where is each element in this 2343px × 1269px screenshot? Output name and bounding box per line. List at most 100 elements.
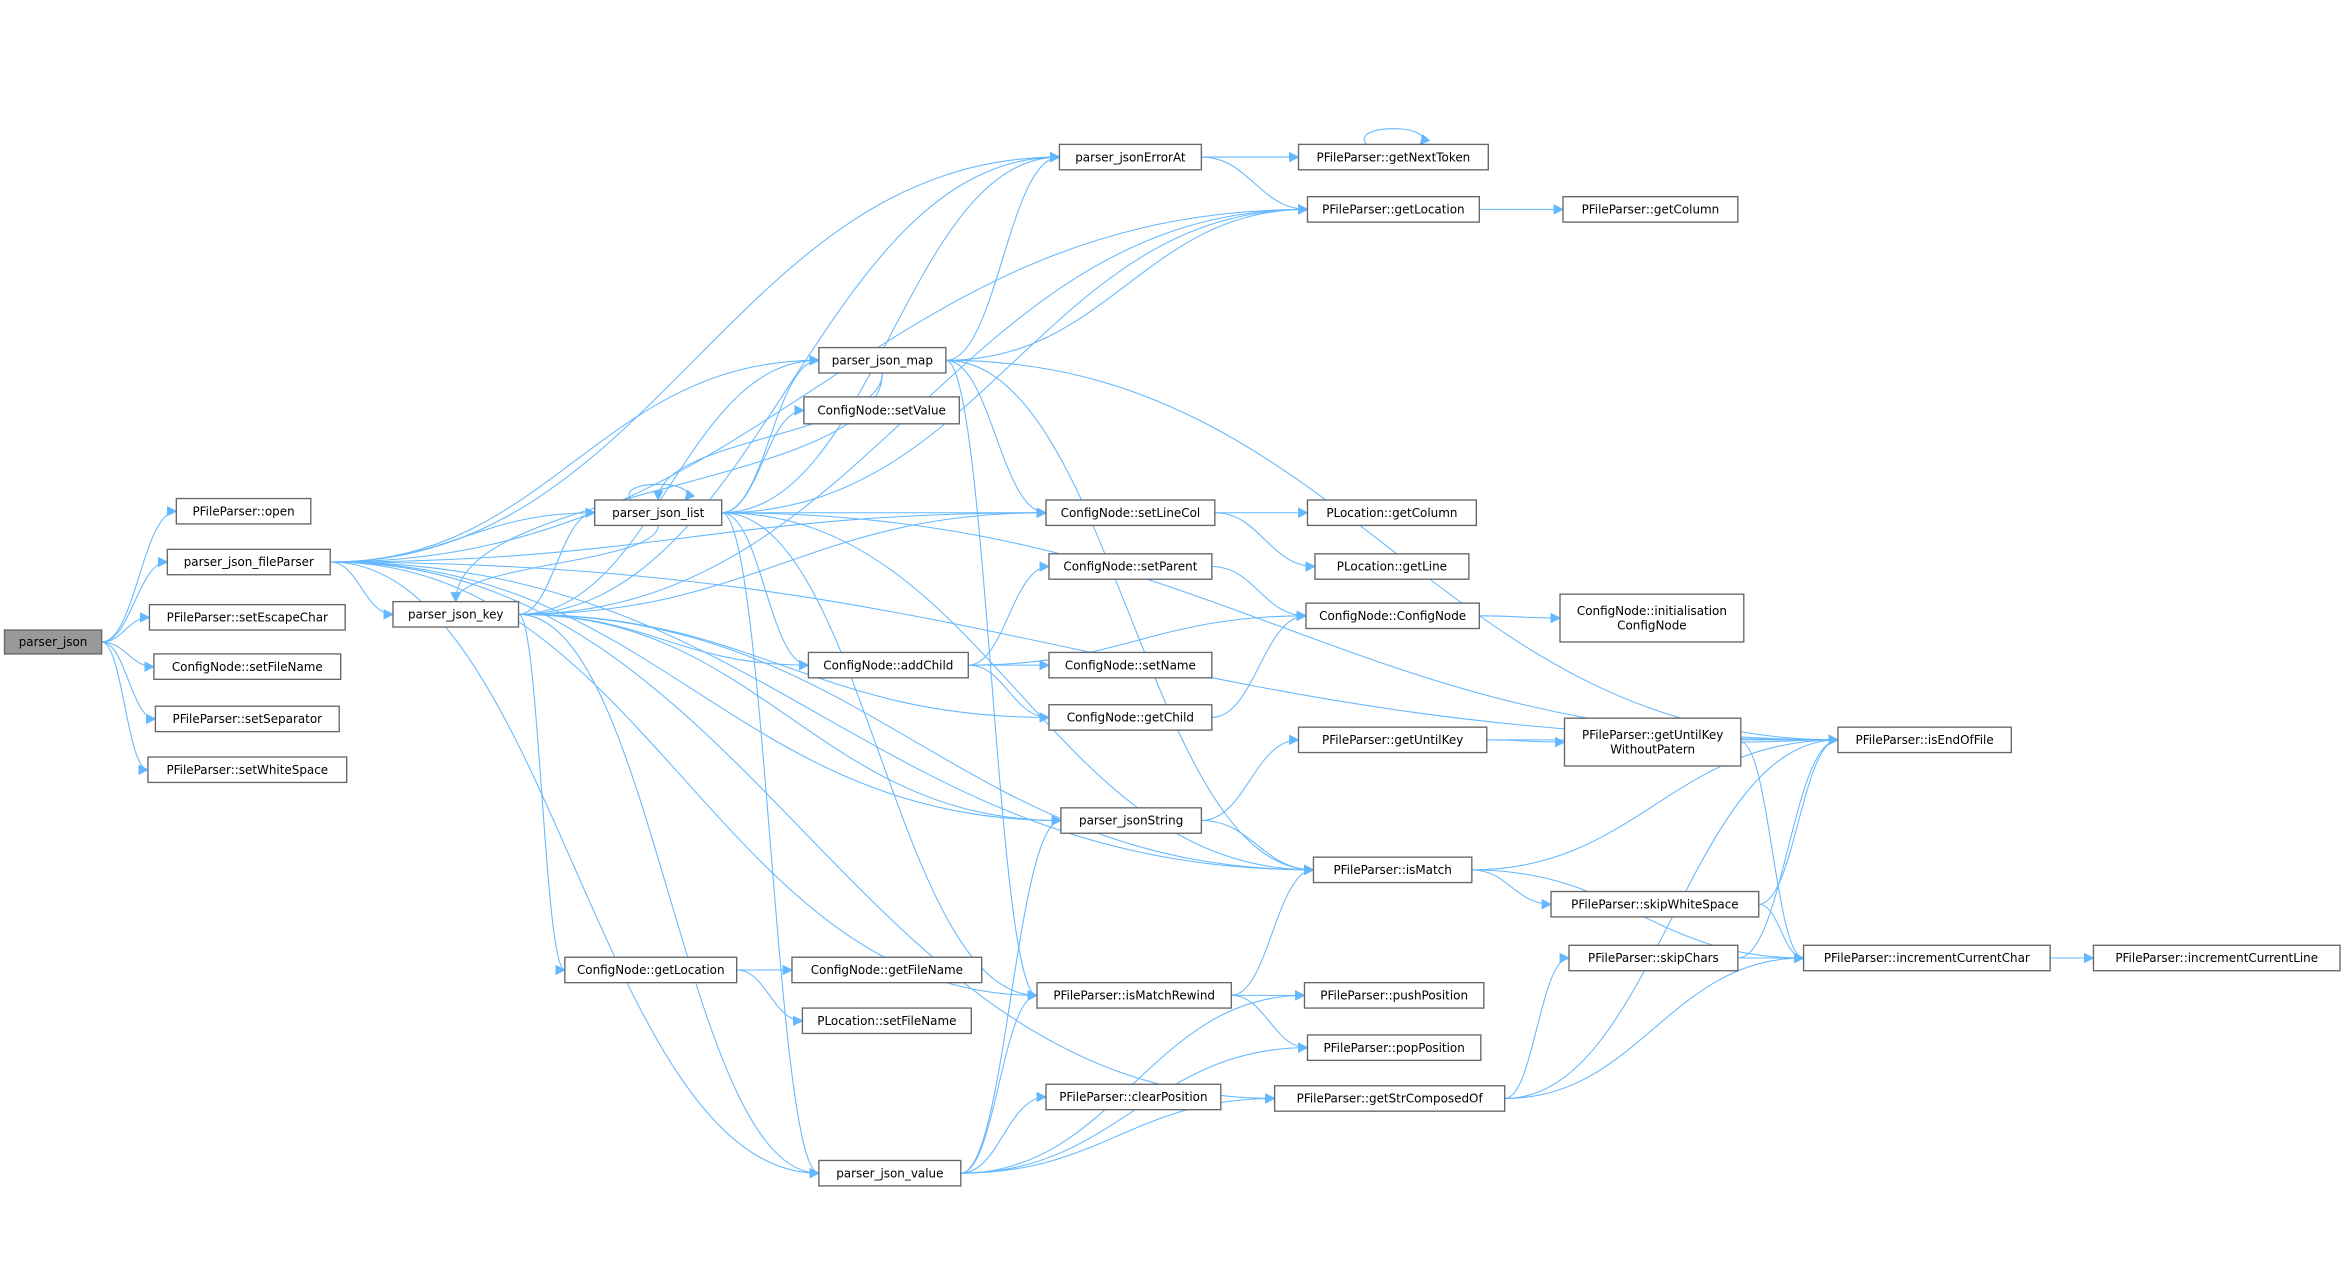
node-label: ConfigNode::addChild (823, 658, 953, 672)
edge-parser-json-to-setwhitespace (101, 641, 149, 775)
node-confignode-setname[interactable]: ConfigNode::setName (1048, 651, 1213, 679)
node-pfileparser-ismatchrewind[interactable]: PFileParser::isMatchRewind (1036, 981, 1232, 1009)
node-pfileparser-getlocation[interactable]: PFileParser::getLocation (1306, 196, 1480, 223)
node-parser-json-value[interactable]: parser_json_value (818, 1159, 962, 1187)
node-parser-jsonerrorat[interactable]: parser_jsonErrorAt (1058, 143, 1203, 171)
edge-key-to-jsonstring (518, 613, 1062, 826)
edge-addchild-to-ctor (968, 610, 1308, 666)
node-confignode-addchild[interactable]: ConfigNode::addChild (807, 651, 969, 679)
node-label: PLocation::setFileName (817, 1014, 956, 1028)
node-confignode-setlinecol[interactable]: ConfigNode::setLineCol (1045, 499, 1216, 527)
node-confignode-getfilename[interactable]: ConfigNode::getFileName (791, 956, 983, 984)
node-parser-json-key[interactable]: parser_json_key (392, 600, 520, 628)
node-pfileparser-getstrcomposedof[interactable]: PFileParser::getStrComposedOf (1273, 1085, 1506, 1112)
edge-getstrcomposedof-to-isendoffile (1504, 734, 1839, 1099)
node-box (147, 756, 348, 784)
node-label: WithoutPatern (1610, 743, 1695, 757)
node-pfileparser-setwhitespace[interactable]: PFileParser::setWhiteSpace (147, 756, 348, 784)
edge-parser-json-to-setfilename (101, 641, 155, 672)
node-box (1048, 704, 1213, 731)
edge-value-to-ismatchrewind (960, 990, 1039, 1174)
node-box (594, 499, 723, 527)
edge-setparent-to-ctor (1211, 565, 1308, 622)
node-confignode-getlocation[interactable]: ConfigNode::getLocation (564, 956, 738, 984)
edge-setlinecol-to-plgetline (1214, 512, 1316, 572)
edge-parser-json-to-fileparser (101, 556, 169, 643)
node-confignode-confignode[interactable]: ConfigNode::ConfigNode (1305, 602, 1480, 630)
node-pfileparser-skipwhitespace[interactable]: PFileParser::skipWhiteSpace (1550, 890, 1760, 918)
node-label: ConfigNode::initialisation (1577, 604, 1727, 618)
edge-getnexttoken-to-getnexttoken (1363, 128, 1431, 146)
node-label: PFileParser::clearPosition (1059, 1090, 1207, 1104)
node-parser-jsonstring[interactable]: parser_jsonString (1060, 807, 1203, 834)
node-pfileparser-setescapechar[interactable]: PFileParser::setEscapeChar (148, 603, 346, 631)
node-label: ConfigNode::getLocation (577, 963, 725, 977)
node-plocation-getline[interactable]: PLocation::getLine (1314, 553, 1470, 580)
edge-getstrcomposedof-to-incchar (1504, 952, 1805, 1099)
node-label: ConfigNode::getFileName (811, 963, 963, 977)
node-label: PFileParser::isEndOfFile (1856, 733, 1994, 747)
node-label: PFileParser::getUntilKey (1582, 728, 1723, 742)
node-pfileparser-getnexttoken[interactable]: PFileParser::getNextToken (1297, 143, 1489, 171)
edge-list-to-errorat (721, 151, 1061, 514)
node-pfileparser-open[interactable]: PFileParser::open (175, 497, 312, 525)
node-label: parser_jsonErrorAt (1075, 150, 1186, 164)
node-pfileparser-incrementcurrentchar[interactable]: PFileParser::incrementCurrentChar (1802, 944, 2051, 972)
node-pfileparser-pushposition[interactable]: PFileParser::pushPosition (1303, 981, 1485, 1009)
node-box (392, 600, 520, 628)
edge-fileparser-to-jsonstring (330, 561, 1062, 826)
node-label: PFileParser::getUntilKey (1322, 733, 1463, 747)
node-box (1297, 726, 1488, 754)
edge-value-to-getstrcomposedof (960, 1093, 1276, 1174)
edge-list-to-value (721, 512, 820, 1179)
node-confignode-setvalue[interactable]: ConfigNode::setValue (803, 396, 960, 425)
edge-ismatchrewind-to-popposition (1231, 994, 1309, 1053)
node-box (3, 629, 103, 655)
node-pfileparser-getuntilkey[interactable]: PFileParser::getUntilKey (1297, 726, 1488, 754)
edge-skipwhitespace-to-incchar (1758, 903, 1805, 964)
node-parser-json-fileparser[interactable]: parser_json_fileParser (166, 548, 331, 576)
node-confignode-setparent[interactable]: ConfigNode::setParent (1048, 553, 1213, 580)
node-parser-json-list[interactable]: parser_json_list (594, 499, 723, 527)
node-label: PFileParser::getNextToken (1317, 150, 1471, 164)
node-confignode-getchild[interactable]: ConfigNode::getChild (1048, 704, 1213, 731)
edge-map-to-ismatch (945, 359, 1315, 876)
node-pfileparser-setseparator[interactable]: PFileParser::setSeparator (154, 705, 340, 733)
node-pfileparser-clearposition[interactable]: PFileParser::clearPosition (1045, 1083, 1222, 1111)
node-label: parser_json_list (612, 506, 704, 520)
node-box (2092, 944, 2341, 972)
node-box (1312, 856, 1473, 884)
edge-key-to-value (518, 613, 820, 1179)
edge-addchild-to-getchild (968, 664, 1051, 723)
node-label: ConfigNode::setParent (1063, 560, 1197, 574)
node-parser-json[interactable]: parser_json (3, 629, 103, 655)
node-parser-json-map[interactable]: parser_json_map (818, 346, 947, 374)
edge-getchild-to-ctor (1211, 610, 1308, 718)
edge-fileparser-to-key (330, 561, 395, 620)
node-pfileparser-getcolumn[interactable]: PFileParser::getColumn (1562, 196, 1739, 223)
edge-map-to-isendoffile (945, 359, 1839, 746)
edge-list-to-key (450, 525, 659, 603)
edges-layer (101, 128, 2095, 1179)
node-label: parser_json_value (836, 1166, 943, 1180)
edge-fileparser-to-value (330, 561, 820, 1179)
node-pfileparser-isendoffile[interactable]: PFileParser::isEndOfFile (1837, 726, 2012, 754)
node-pfileparser-incrementcurrentline[interactable]: PFileParser::incrementCurrentLine (2092, 944, 2341, 972)
node-confignode-setfilename[interactable]: ConfigNode::setFileName (153, 653, 342, 681)
edge-fileparser-to-pfgetlocation (330, 204, 1309, 563)
node-pfileparser-popposition[interactable]: PFileParser::popPosition (1306, 1034, 1482, 1062)
node-label: ConfigNode::setValue (817, 404, 946, 418)
node-label: PFileParser::setEscapeChar (167, 610, 328, 624)
node-plocation-getcolumn[interactable]: PLocation::getColumn (1306, 499, 1478, 527)
node-box (1314, 553, 1470, 580)
edge-fileparser-to-getstrcomposedof (330, 561, 1276, 1104)
node-pfileparser-skipchars[interactable]: PFileParser::skipChars (1568, 944, 1739, 972)
node-pfileparser-ismatch[interactable]: PFileParser::isMatch (1312, 856, 1473, 884)
edge-list-to-list (628, 483, 696, 501)
node-box (148, 603, 346, 631)
node-label: PFileParser::setSeparator (173, 712, 323, 726)
node-label: parser_json (19, 635, 88, 649)
node-plocation-setfilename[interactable]: PLocation::setFileName (801, 1007, 972, 1035)
